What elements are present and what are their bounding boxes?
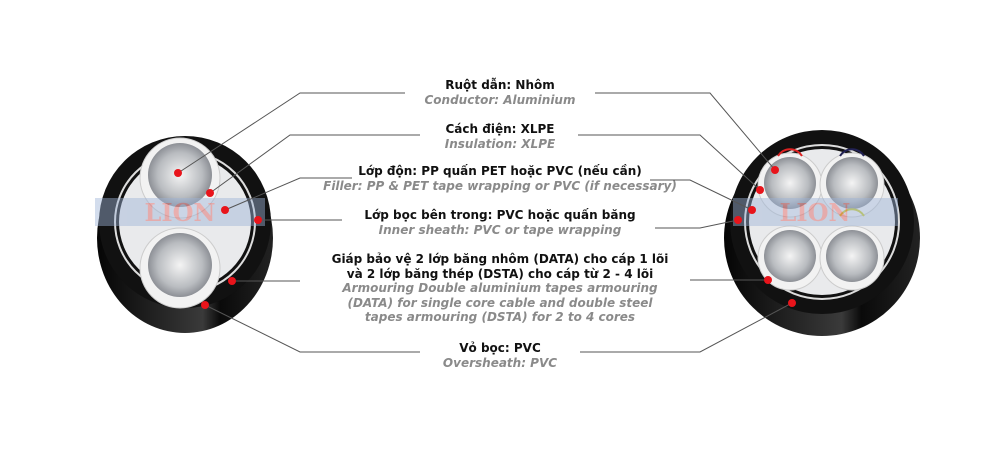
label-vi: Vỏ bọc: PVC — [459, 341, 541, 355]
label-en: Armouring Double aluminium tapes armouri… — [342, 281, 658, 324]
label-en: Conductor: Aluminium — [424, 92, 576, 107]
svg-text:LION: LION — [780, 198, 851, 227]
label-en: Filler: PP & PET tape wrapping or PVC (i… — [323, 178, 677, 193]
marker-dots — [174, 166, 796, 309]
label-en: Inner sheath: PVC or tape wrapping — [378, 222, 622, 237]
label-vi: Ruột dẫn: Nhôm — [445, 78, 555, 92]
watermark: LION LION — [95, 198, 898, 227]
label-vi: Lớp bọc bên trong: PVC hoặc quấn băng — [364, 208, 636, 222]
label-vi: Lớp độn: PP quấn PET hoặc PVC (nếu cần) — [358, 164, 642, 178]
label-en: Oversheath: PVC — [442, 355, 558, 370]
label-vi: Giáp bảo vệ 2 lớp băng nhôm (DATA) cho c… — [331, 252, 669, 281]
label-en: Insulation: XLPE — [444, 136, 556, 151]
label-filler: Lớp độn: PP quấn PET hoặc PVC (nếu cần)F… — [280, 164, 720, 193]
svg-text:LION: LION — [145, 198, 216, 227]
two-core-cable — [97, 136, 273, 333]
label-vi: Cách điện: XLPE — [445, 122, 555, 136]
label-armouring: Giáp bảo vệ 2 lớp băng nhôm (DATA) cho c… — [330, 252, 670, 325]
leader-lines — [177, 92, 793, 353]
four-core-cable — [724, 130, 920, 336]
